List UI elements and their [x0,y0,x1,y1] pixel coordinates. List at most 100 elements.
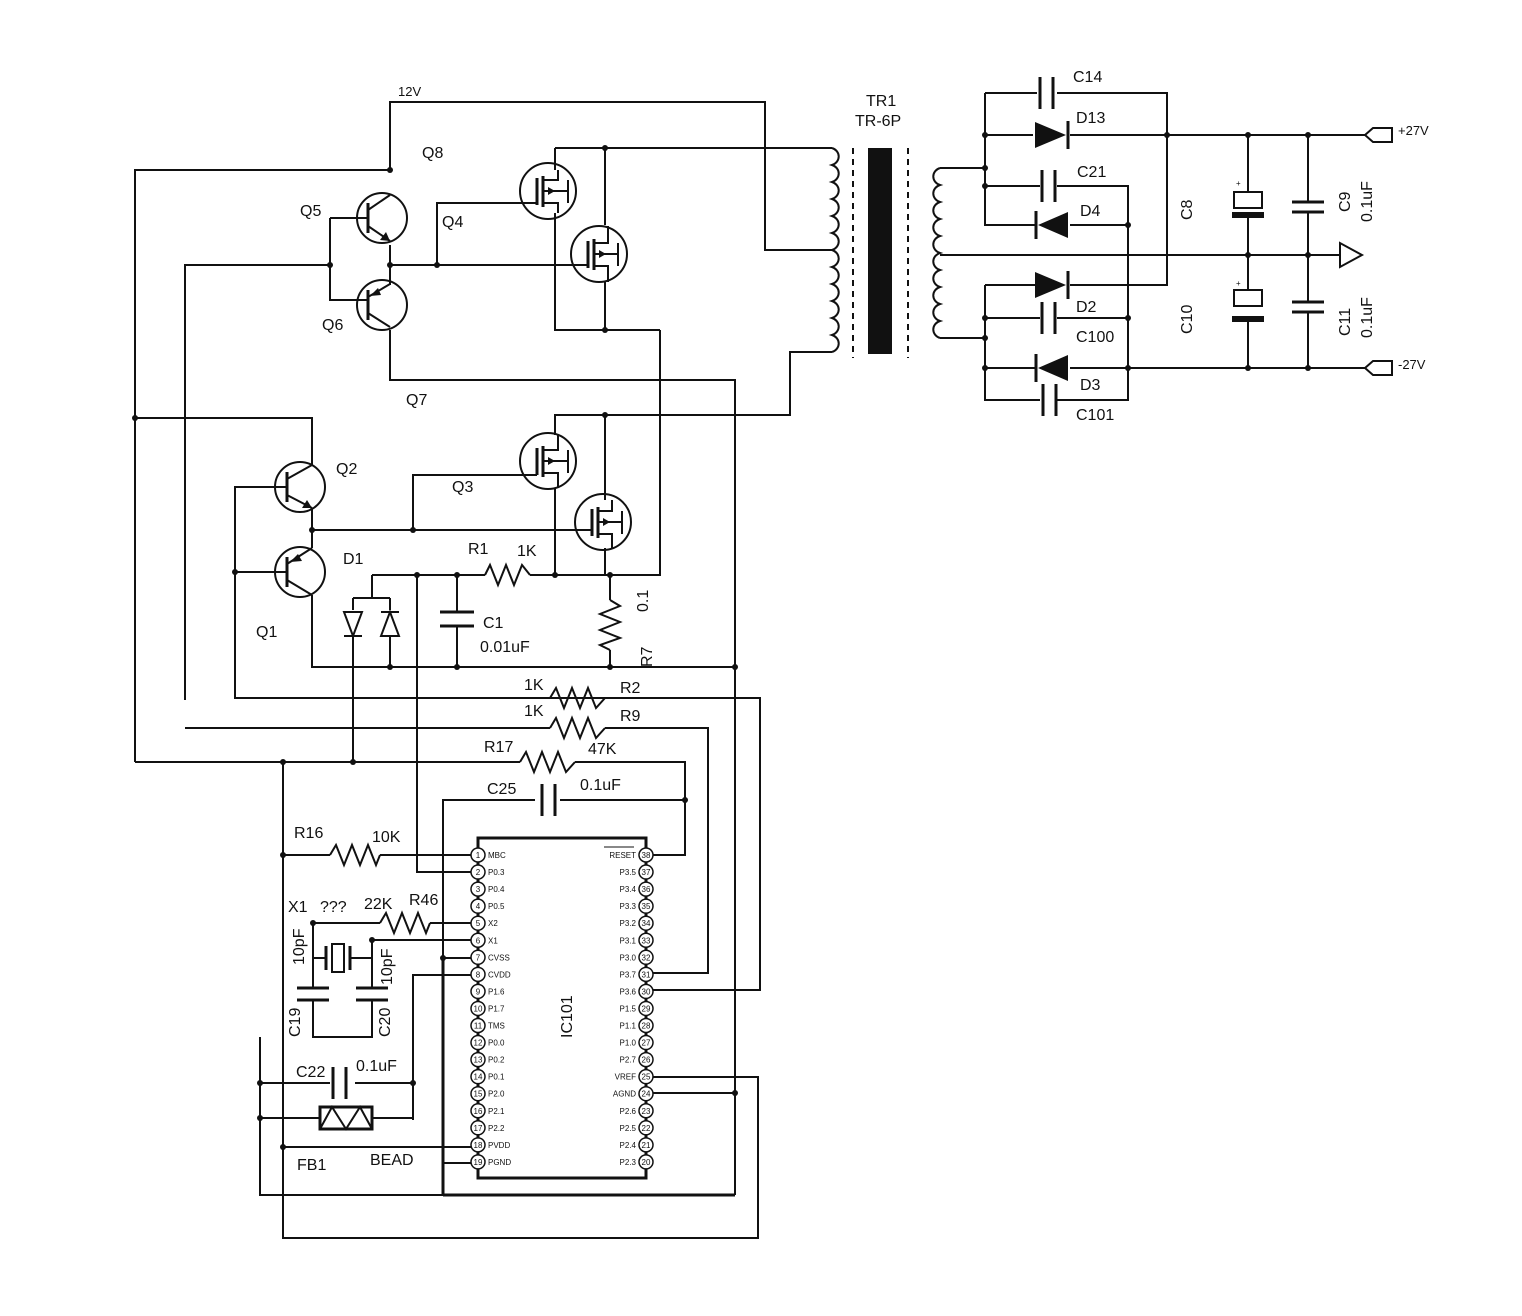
ic101-pin-17 [470,1120,486,1136]
ic101-pin-number: 34 [642,919,651,928]
c101-label: C101 [1076,407,1114,424]
ic101-pin-18 [470,1137,486,1153]
r16-value: 10K [372,829,401,846]
d2-label: D2 [1076,299,1097,316]
ic101-label: IC101 [559,995,576,1038]
ic101-pin-1 [470,847,486,863]
ic101-pin-number: 4 [476,902,481,911]
c20-value: 10pF [379,948,396,985]
r16-label: R16 [294,825,323,842]
crystal-x1 [313,943,372,973]
r7-value: 0.1 [635,590,652,612]
neg27-label: -27V [1398,357,1426,372]
c22-value: 0.1uF [356,1058,397,1075]
c8-label: C8 [1179,199,1196,220]
c25-label: C25 [487,781,516,798]
ic101-pin-number: 8 [476,970,481,979]
ic101-pin-label: X2 [488,919,498,928]
x1-label: X1 [288,899,308,916]
c25-value: 0.1uF [580,777,621,794]
c9-label: C9 [1337,191,1354,212]
ic101-pin-8 [470,966,486,983]
diode-d3 [1034,211,1068,239]
r9-label: R9 [620,708,641,725]
resistor-r2 [549,685,606,711]
ic101-pin-32 [638,949,654,966]
ic101-pin-number: 20 [642,1158,651,1167]
ic101-pin-number: 23 [642,1107,651,1116]
ic101-pin-number: 22 [642,1124,651,1133]
r2-label: R2 [620,680,641,697]
ic101-pin-36 [638,881,654,897]
ic101-pin-number: 7 [476,953,481,962]
ic101-pin-37 [638,864,654,880]
ic101-pin-label: P3.4 [620,885,637,894]
c11-label: C11 [1337,308,1354,336]
ic101-pin-label: MBC [488,851,506,860]
ic101-pin-label: P2.7 [620,1056,637,1065]
ic101-pin-label: P0.3 [488,868,505,877]
bridge-wiring [134,101,832,1195]
d1-label: D1 [343,551,364,568]
q8-label: Q8 [422,145,443,162]
ic101-pin-label: P0.0 [488,1039,505,1048]
ic101-pin-6 [470,932,486,948]
ic101-pin-24 [638,1085,654,1102]
r46-label: R46 [409,892,438,909]
pos27-label: +27V [1398,123,1429,138]
ic101-pin-label: PVDD [488,1141,510,1150]
c10-label: C10 [1179,305,1196,334]
ic101-pin-label: CVDD [488,970,511,979]
diode-d13 [1035,121,1070,149]
transformer-tr1 [828,147,944,358]
ic101-pin-21 [638,1137,654,1153]
ic101-pin-30 [638,983,654,1000]
capacitor-c10: + [1232,279,1264,322]
ic101-pin-28 [638,1017,654,1034]
ic101-pin-label: P1.7 [488,1004,505,1013]
ic101-pin-5 [470,915,486,931]
ic101-pin-25 [638,1068,654,1085]
c100-label: C100 [1076,329,1114,346]
svg-text:+: + [1236,179,1241,188]
c14-label: C14 [1073,69,1102,86]
ic101-pin-number: 31 [642,970,651,979]
ic101-pin-number: 21 [642,1141,651,1150]
d3-label: D4 [1080,203,1101,220]
ic101-pin-label: P1.6 [488,987,505,996]
ic101-pin-number: 28 [642,1022,651,1031]
d4-label: D3 [1080,377,1101,394]
resistor-r7 [597,599,623,651]
ic101-pin-label: P3.7 [620,970,637,979]
ic101-pin-label: P2.5 [620,1124,637,1133]
capacitor-c1 [440,610,474,628]
mosfet-q7 [519,432,577,490]
ic101-pin-label: P0.1 [488,1073,505,1082]
ic101-pin-number: 30 [642,987,651,996]
ic101-pin-label: P3.2 [620,919,637,928]
capacitor-c20 [356,986,388,1002]
controller-wiring [135,697,760,1239]
r7-label: R7 [639,646,656,667]
transistor-q5 [356,192,408,244]
ic101-pin-34 [638,915,654,931]
ic101-pin-31 [638,966,654,983]
ic101-pin-label: P2.0 [488,1090,505,1099]
ic101-pin-label: P1.1 [620,1022,637,1031]
resistor-r9 [549,715,606,741]
c22-label: C22 [296,1064,325,1081]
ic101-pin-number: 19 [474,1158,483,1167]
ic101-pin-number: 5 [476,919,481,928]
ic101-pin-label: P2.1 [488,1107,505,1116]
ic101-pin-number: 29 [642,1004,651,1013]
ic101-pin-number: 3 [476,885,481,894]
ic101-pin-label: CVSS [488,953,510,962]
svg-text:+: + [1236,279,1241,288]
fb1-value: BEAD [370,1152,414,1169]
ic101-pin-label: P3.3 [620,902,637,911]
ic101-pin-number: 1 [476,851,481,860]
ic101-pin-number: 18 [474,1141,483,1150]
ic101-pin-26 [638,1051,654,1068]
